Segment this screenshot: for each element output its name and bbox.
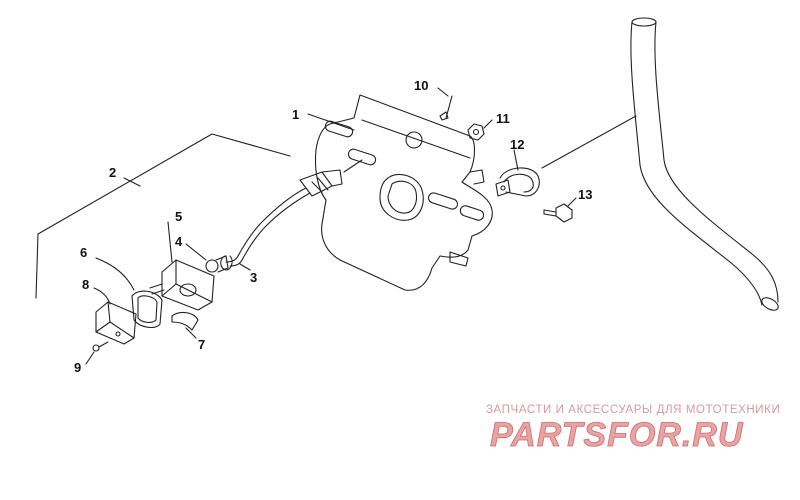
watermark-tagline: ЗАПЧАСТИ И АКСЕССУАРЫ ДЛЯ МОТОТЕХНИКИ — [486, 404, 781, 416]
callout-8: 8 — [82, 277, 89, 292]
callout-4: 4 — [175, 234, 183, 249]
callout-2: 2 — [109, 165, 116, 180]
lamp-housing — [149, 259, 215, 311]
watermark-brand: PARTSFOR.RU — [490, 416, 744, 454]
clamp-12 — [495, 167, 540, 197]
callout-7: 7 — [198, 337, 205, 352]
watermark-brand-text: PARTSFOR.RU — [490, 416, 744, 454]
lens-cover — [95, 301, 137, 345]
callout-12: 12 — [510, 137, 524, 152]
screw-10 — [439, 95, 453, 121]
mounting-plate — [314, 94, 493, 291]
callout-labels: 1 2 3 4 5 6 7 8 9 10 11 12 13 — [74, 78, 592, 375]
callout-1: 1 — [292, 107, 299, 122]
group-bracket-2 — [35, 133, 291, 299]
bulb — [205, 255, 229, 273]
callout-13: 13 — [578, 187, 592, 202]
callout-9: 9 — [74, 360, 81, 375]
bolt-13 — [543, 203, 573, 223]
callout-10: 10 — [414, 78, 428, 93]
callout-3: 3 — [250, 270, 257, 285]
leader-lines — [85, 87, 577, 365]
gasket — [131, 290, 163, 329]
lens — [171, 311, 199, 331]
wire-harness — [220, 159, 363, 271]
screw-9 — [92, 341, 109, 352]
callout-5: 5 — [175, 209, 182, 224]
frame-tube — [630, 17, 779, 311]
callout-11: 11 — [496, 111, 510, 126]
leader-frame — [541, 115, 637, 169]
callout-6: 6 — [80, 245, 87, 260]
nut-11 — [467, 123, 485, 141]
